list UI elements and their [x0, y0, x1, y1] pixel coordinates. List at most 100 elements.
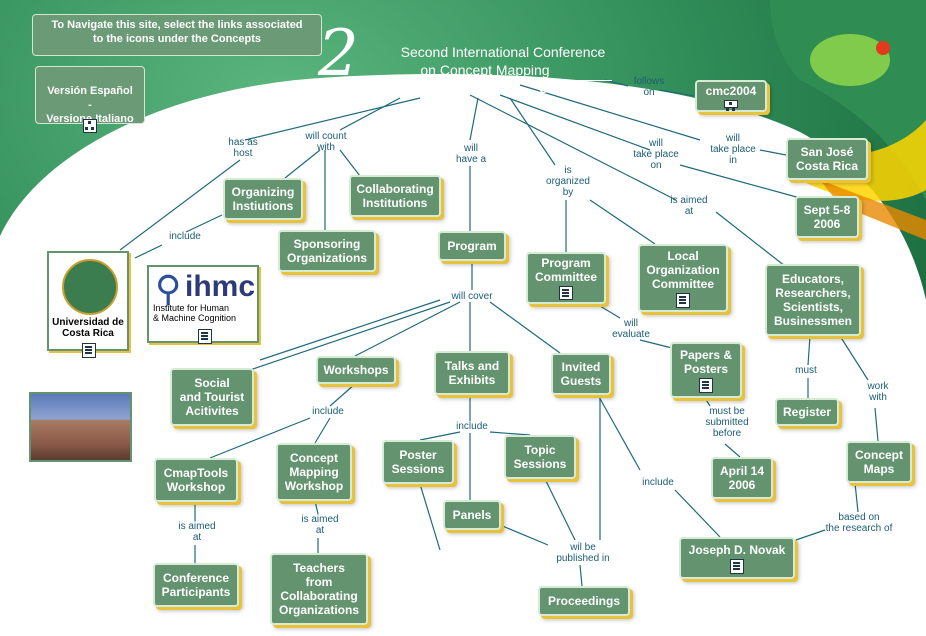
document-icon[interactable] [82, 343, 96, 358]
link-line [715, 211, 791, 271]
ihmc-logo-text: ihmc [185, 270, 256, 303]
concept-map-icon[interactable] [724, 100, 738, 108]
concept-dates[interactable]: Sept 5-8 2006 [795, 196, 859, 238]
link-follows-on: follows on [633, 76, 665, 98]
document-icon[interactable] [559, 286, 573, 300]
concept-teachers[interactable]: Teachers from Collaborating Organization… [270, 553, 368, 625]
link-line [185, 214, 223, 233]
concept-maps[interactable]: Concept Maps [846, 441, 912, 483]
link-line [499, 524, 549, 546]
subtitle: CMC 2006 [538, 81, 602, 96]
link-line [704, 397, 711, 407]
universidad-card[interactable]: Universidad de Costa Rica [47, 251, 129, 358]
link-aimed-cmaptools: is aimed at [178, 521, 216, 543]
link-line [489, 431, 531, 436]
link-line [419, 431, 461, 441]
document-icon[interactable] [699, 377, 713, 393]
link-line [419, 483, 441, 551]
link-include-orgs: include [169, 231, 201, 242]
language-links[interactable]: Versión Español - Versione Italiano [35, 66, 145, 125]
link-include-workshops: include [312, 406, 344, 417]
concept-invited[interactable]: Invited Guests [551, 353, 611, 395]
language-label: Versión Español - Versione Italiano [46, 85, 134, 125]
concept-panels[interactable]: Panels [443, 500, 501, 530]
document-icon[interactable] [676, 292, 690, 308]
concept-conference-participants[interactable]: Conference Participants [153, 563, 239, 607]
document-icon[interactable] [198, 329, 212, 344]
link-line [874, 407, 879, 442]
concept-cmc2004[interactable]: cmc2004 [695, 80, 767, 112]
link-line [489, 301, 561, 354]
concept-cm-workshop[interactable]: Concept Mapping Workshop [276, 443, 352, 501]
link-line [509, 97, 556, 166]
title-line-2: on Concept Mapping [420, 62, 550, 78]
concept-topic-sessions[interactable]: Topic Sessions [504, 435, 576, 479]
concept-label: Papers & Posters [679, 347, 733, 376]
concept-talks[interactable]: Talks and Exhibits [434, 351, 510, 395]
link-will-evaluate: will evaluate [612, 318, 650, 340]
link-must: must [795, 365, 817, 376]
link-line [354, 301, 461, 357]
title-number: 2 [318, 17, 359, 91]
link-must-submitted: must be submitted before [705, 406, 749, 439]
link-count-with: will count with [305, 131, 347, 153]
link-line [499, 94, 651, 151]
link-line [249, 301, 451, 371]
link-line [679, 164, 801, 199]
theater-photo [29, 392, 132, 462]
concept-local-committee[interactable]: Local Organization Committee [638, 244, 728, 312]
concept-map-icon[interactable] [83, 119, 97, 133]
concept-organizing[interactable]: Organizing Instiutions [223, 178, 303, 220]
link-aimed-cm: is aimed at [301, 514, 339, 536]
concept-novak[interactable]: Joseph D. Novak [679, 537, 795, 579]
concept-san-jose[interactable]: San José Costa Rica [786, 138, 868, 180]
concept-label: cmc2004 [705, 84, 757, 98]
title-line-1: Second International Conference [400, 44, 606, 60]
concept-workshops[interactable]: Workshops [316, 356, 396, 384]
concept-label: Local Organization Committee [646, 248, 720, 291]
concept-label: Joseph D. Novak [688, 542, 786, 557]
concept-sponsoring[interactable]: Sponsoring Organizations [278, 230, 376, 272]
link-line [589, 199, 656, 245]
concept-papers[interactable]: Papers & Posters [670, 342, 742, 398]
link-line [544, 478, 576, 541]
concept-april[interactable]: April 14 2006 [711, 457, 773, 499]
link-include-talks: include [456, 421, 488, 432]
title-underline [322, 80, 612, 81]
link-line [469, 94, 677, 201]
concept-label: Program Committee [534, 256, 597, 284]
link-line [339, 149, 361, 177]
link-published-in: wil be published in [556, 542, 610, 564]
concept-collaborating[interactable]: Collaborating Institutions [349, 175, 441, 217]
concept-proceedings[interactable]: Proceedings [538, 586, 630, 616]
link-line [759, 149, 787, 156]
link-line [244, 97, 421, 141]
link-take-place-on: will take place on [633, 138, 679, 171]
link-line [284, 149, 321, 179]
concept-program[interactable]: Program [438, 231, 506, 261]
link-line [579, 564, 583, 587]
ihmc-card[interactable]: ⚲ ihmc Institute for Human & Machine Cog… [147, 265, 259, 344]
person-icon: ⚲ [155, 268, 182, 309]
concept-social[interactable]: Social and Tourist Acitivites [170, 368, 254, 426]
concept-educators[interactable]: Educators, Researchers, Scientists, Busi… [765, 264, 861, 336]
document-icon[interactable] [730, 558, 744, 574]
concept-program-committee[interactable]: Program Committee [526, 252, 606, 304]
concept-poster-sessions[interactable]: Poster Sessions [382, 440, 454, 484]
link-has-as-host: has as host [228, 137, 258, 159]
concept-register[interactable]: Register [775, 398, 839, 426]
link-will-have: will have a [455, 143, 487, 165]
concept-cmaptools[interactable]: CmapTools Workshop [154, 458, 238, 502]
link-line [314, 417, 331, 444]
link-based-on: based on the research of [825, 512, 893, 534]
link-line [839, 335, 869, 381]
link-organized-by: is organized by [546, 165, 590, 198]
link-line [807, 335, 811, 366]
link-line [795, 529, 826, 541]
navigation-note: To Navigate this site, select the links … [32, 14, 322, 56]
link-line [854, 482, 859, 513]
universidad-label: Universidad de Costa Rica [52, 317, 124, 339]
link-take-place-in: will take place in [710, 133, 756, 166]
link-line [659, 89, 695, 97]
